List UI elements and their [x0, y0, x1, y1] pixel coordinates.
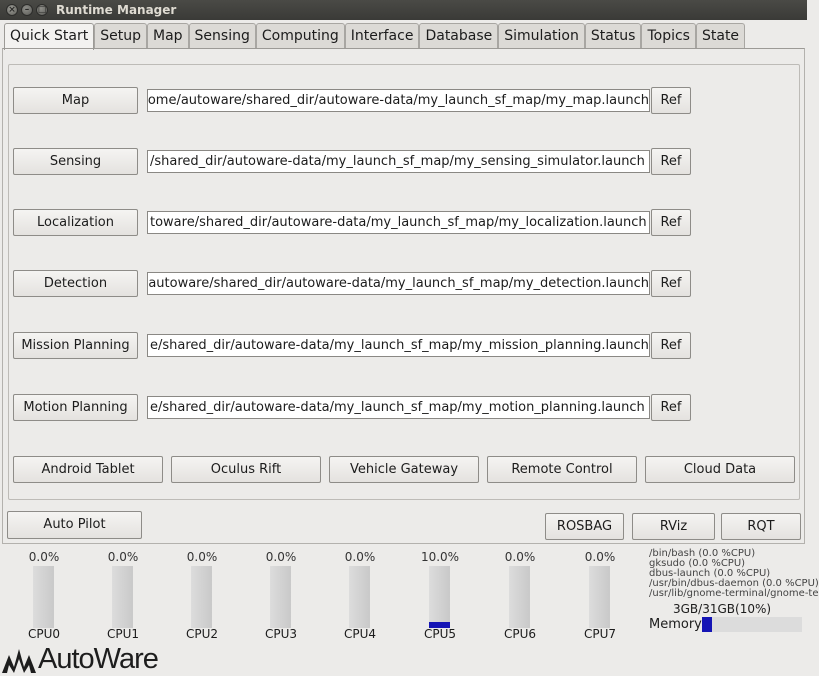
close-icon[interactable]: × — [6, 4, 18, 16]
autoware-logo: AutoWare — [2, 642, 159, 675]
cpu-label: CPU7 — [583, 627, 617, 641]
detection-launch-path-text: autoware/shared_dir/autoware-data/my_lau… — [148, 276, 649, 291]
sensing-launch-path-input[interactable]: /shared_dir/autoware-data/my_launch_sf_m… — [147, 150, 650, 173]
motion-planning-ref-button[interactable]: Ref — [651, 394, 691, 421]
map-launch-path-text: ome/autoware/shared_dir/autoware-data/my… — [147, 93, 649, 108]
map-launch-path-input[interactable]: ome/autoware/shared_dir/autoware-data/my… — [147, 89, 650, 112]
cpu-load-bar — [589, 566, 610, 628]
process-item: dbus-launch (0.0 %CPU) — [649, 568, 771, 579]
window-title: Runtime Manager — [56, 3, 177, 17]
cpu-percent: 0.0% — [504, 550, 536, 564]
tab-database[interactable]: Database — [419, 23, 499, 49]
process-item: /bin/bash (0.0 %CPU) — [649, 548, 756, 559]
auto-pilot-button[interactable]: Auto Pilot — [7, 511, 142, 539]
detection-ref-button[interactable]: Ref — [651, 270, 691, 297]
maximize-icon[interactable]: □ — [36, 4, 48, 16]
tab-interface[interactable]: Interface — [344, 23, 420, 49]
tab-status[interactable]: Status — [584, 23, 642, 49]
cpu-percent: 0.0% — [265, 550, 297, 564]
process-item: /usr/bin/dbus-daemon (0.0 %CPU) — [649, 578, 819, 589]
tab-setup[interactable]: Setup — [94, 23, 147, 49]
motion-planning-launch-path-input[interactable]: e/shared_dir/autoware-data/my_launch_sf_… — [147, 396, 650, 419]
mission-planning-launch-path-text: e/shared_dir/autoware-data/my_launch_sf_… — [150, 338, 649, 353]
cpu-percent: 10.0% — [420, 550, 460, 564]
cpu-label: CPU5 — [423, 627, 457, 641]
mission-planning-launch-path-input[interactable]: e/shared_dir/autoware-data/my_launch_sf_… — [147, 334, 650, 357]
tab-panel — [2, 48, 805, 544]
cpu-label: CPU1 — [106, 627, 140, 641]
cpu-load-bar — [112, 566, 133, 628]
tab-map[interactable]: Map — [147, 23, 189, 49]
localization-ref-button[interactable]: Ref — [651, 209, 691, 236]
localization-launch-button[interactable]: Localization — [13, 209, 138, 236]
localization-launch-path-text: toware/shared_dir/autoware-data/my_launc… — [150, 215, 647, 230]
map-ref-button[interactable]: Ref — [651, 87, 691, 114]
minimize-icon[interactable]: – — [21, 4, 33, 16]
sensing-launch-button[interactable]: Sensing — [13, 148, 138, 175]
cpu-label: CPU0 — [27, 627, 61, 641]
cpu-label: CPU4 — [343, 627, 377, 641]
android-tablet-button[interactable]: Android Tablet — [13, 456, 163, 483]
cpu-percent: 0.0% — [584, 550, 616, 564]
quick-start-group — [8, 64, 800, 500]
cpu-label: CPU3 — [264, 627, 298, 641]
tab-sensing[interactable]: Sensing — [188, 23, 256, 49]
rosbag-button[interactable]: ROSBAG — [545, 513, 624, 540]
vehicle-gateway-button[interactable]: Vehicle Gateway — [329, 456, 479, 483]
title-bar: × – □ Runtime Manager — [0, 0, 807, 20]
cpu-label: CPU2 — [185, 627, 219, 641]
tab-topics[interactable]: Topics — [641, 23, 696, 49]
sensing-launch-path-text: /shared_dir/autoware-data/my_launch_sf_m… — [150, 154, 645, 169]
tab-quick-start[interactable]: Quick Start — [4, 23, 95, 50]
rviz-button[interactable]: RViz — [632, 513, 715, 540]
cpu-load-bar — [509, 566, 530, 628]
cpu-percent: 0.0% — [28, 550, 60, 564]
motion-planning-launch-button[interactable]: Motion Planning — [13, 394, 138, 421]
memory-bar — [702, 617, 802, 632]
autoware-logo-text: AutoWare — [38, 642, 159, 675]
autoware-logo-icon — [2, 649, 36, 673]
remote-control-button[interactable]: Remote Control — [487, 456, 637, 483]
mission-planning-launch-button[interactable]: Mission Planning — [13, 332, 138, 359]
tab-state[interactable]: State — [695, 23, 746, 49]
memory-bar-fill — [702, 617, 712, 632]
cpu-label: CPU6 — [503, 627, 537, 641]
memory-label: Memory — [649, 617, 702, 632]
map-launch-button[interactable]: Map — [13, 87, 138, 114]
detection-launch-button[interactable]: Detection — [13, 270, 138, 297]
tab-computing[interactable]: Computing — [255, 23, 345, 49]
rqt-button[interactable]: RQT — [721, 513, 801, 540]
cpu-load-bar — [429, 566, 450, 628]
cpu-percent: 0.0% — [186, 550, 218, 564]
sensing-ref-button[interactable]: Ref — [651, 148, 691, 175]
cpu-load-bar — [191, 566, 212, 628]
cpu-percent: 0.0% — [107, 550, 139, 564]
motion-planning-launch-path-text: e/shared_dir/autoware-data/my_launch_sf_… — [150, 400, 645, 415]
oculus-rift-button[interactable]: Oculus Rift — [171, 456, 321, 483]
cpu-load-bar — [33, 566, 54, 628]
detection-launch-path-input[interactable]: autoware/shared_dir/autoware-data/my_lau… — [147, 272, 650, 295]
localization-launch-path-input[interactable]: toware/shared_dir/autoware-data/my_launc… — [147, 211, 650, 234]
process-item: /usr/lib/gnome-terminal/gnome-te — [649, 588, 819, 599]
tab-simulation[interactable]: Simulation — [498, 23, 585, 49]
memory-usage-text: 3GB/31GB(10%) — [673, 602, 772, 616]
mission-planning-ref-button[interactable]: Ref — [651, 332, 691, 359]
cpu-load-bar — [270, 566, 291, 628]
cpu-percent: 0.0% — [344, 550, 376, 564]
cloud-data-button[interactable]: Cloud Data — [645, 456, 795, 483]
cpu-load-fill — [429, 622, 450, 628]
process-item: gksudo (0.0 %CPU) — [649, 558, 746, 569]
cpu-load-bar — [349, 566, 370, 628]
